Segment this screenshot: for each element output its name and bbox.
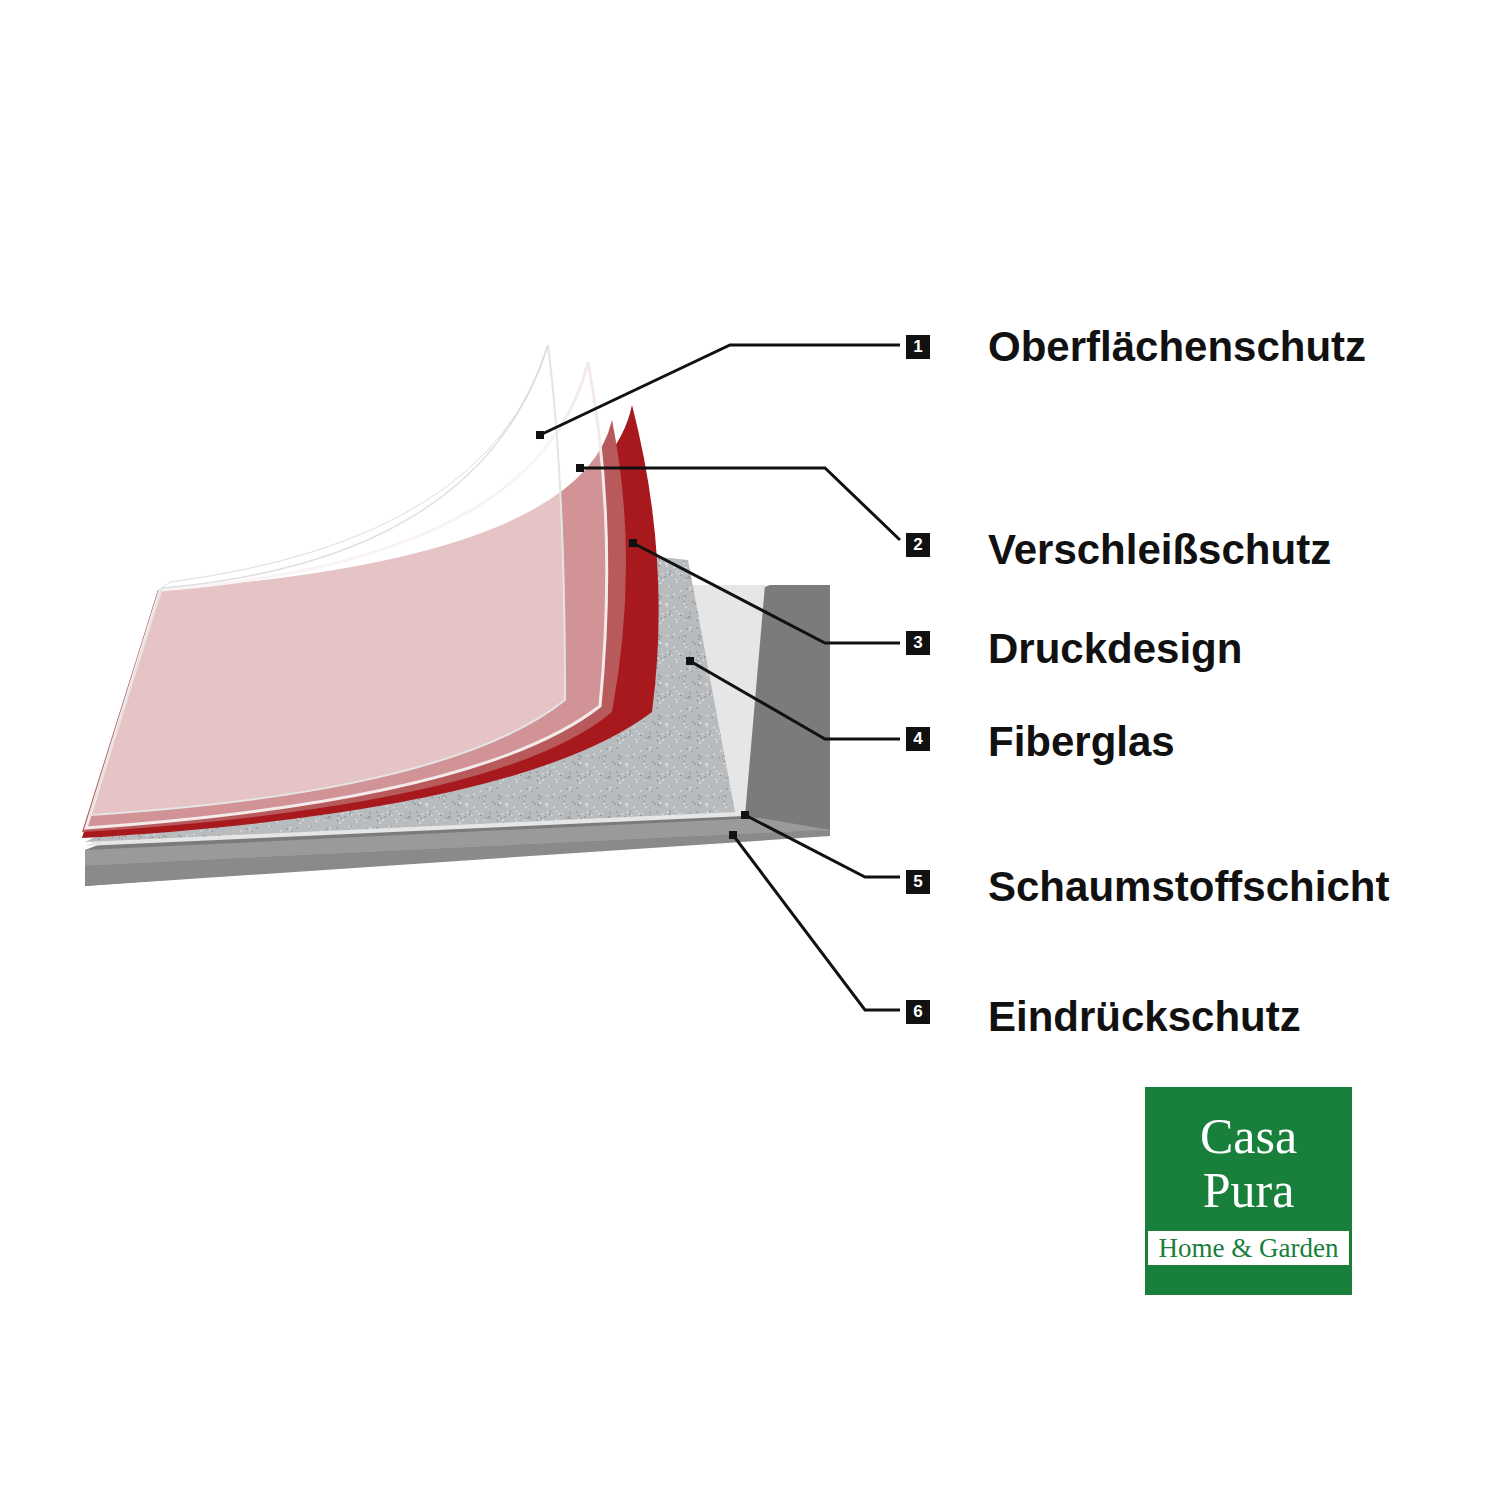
- callout-number: 4: [906, 727, 930, 751]
- layer-name: Fiberglas: [988, 717, 1175, 767]
- layer-name: Verschleißschutz: [988, 525, 1331, 575]
- surface-layer-edge: [162, 345, 548, 588]
- callout-number: 1: [906, 335, 930, 359]
- logo-tagline: Home & Garden: [1148, 1231, 1349, 1265]
- logo-box: Casa PuraHome & Garden: [1145, 1087, 1352, 1295]
- layer-name: Schaumstoffschicht: [988, 862, 1389, 912]
- surface-layer: [90, 345, 565, 815]
- layer-name: Oberflächenschutz: [988, 322, 1366, 372]
- leader-lines: [540, 345, 900, 1010]
- layer-name: Druckdesign: [988, 624, 1242, 674]
- callout-number: 5: [906, 870, 930, 894]
- logo-name: Casa Pura: [1174, 1109, 1324, 1217]
- leader-dots: [536, 431, 749, 839]
- callout-number: 2: [906, 533, 930, 557]
- layer-name: Eindrückschutz: [988, 992, 1301, 1042]
- callout-number: 6: [906, 1000, 930, 1024]
- callout-number: 3: [906, 631, 930, 655]
